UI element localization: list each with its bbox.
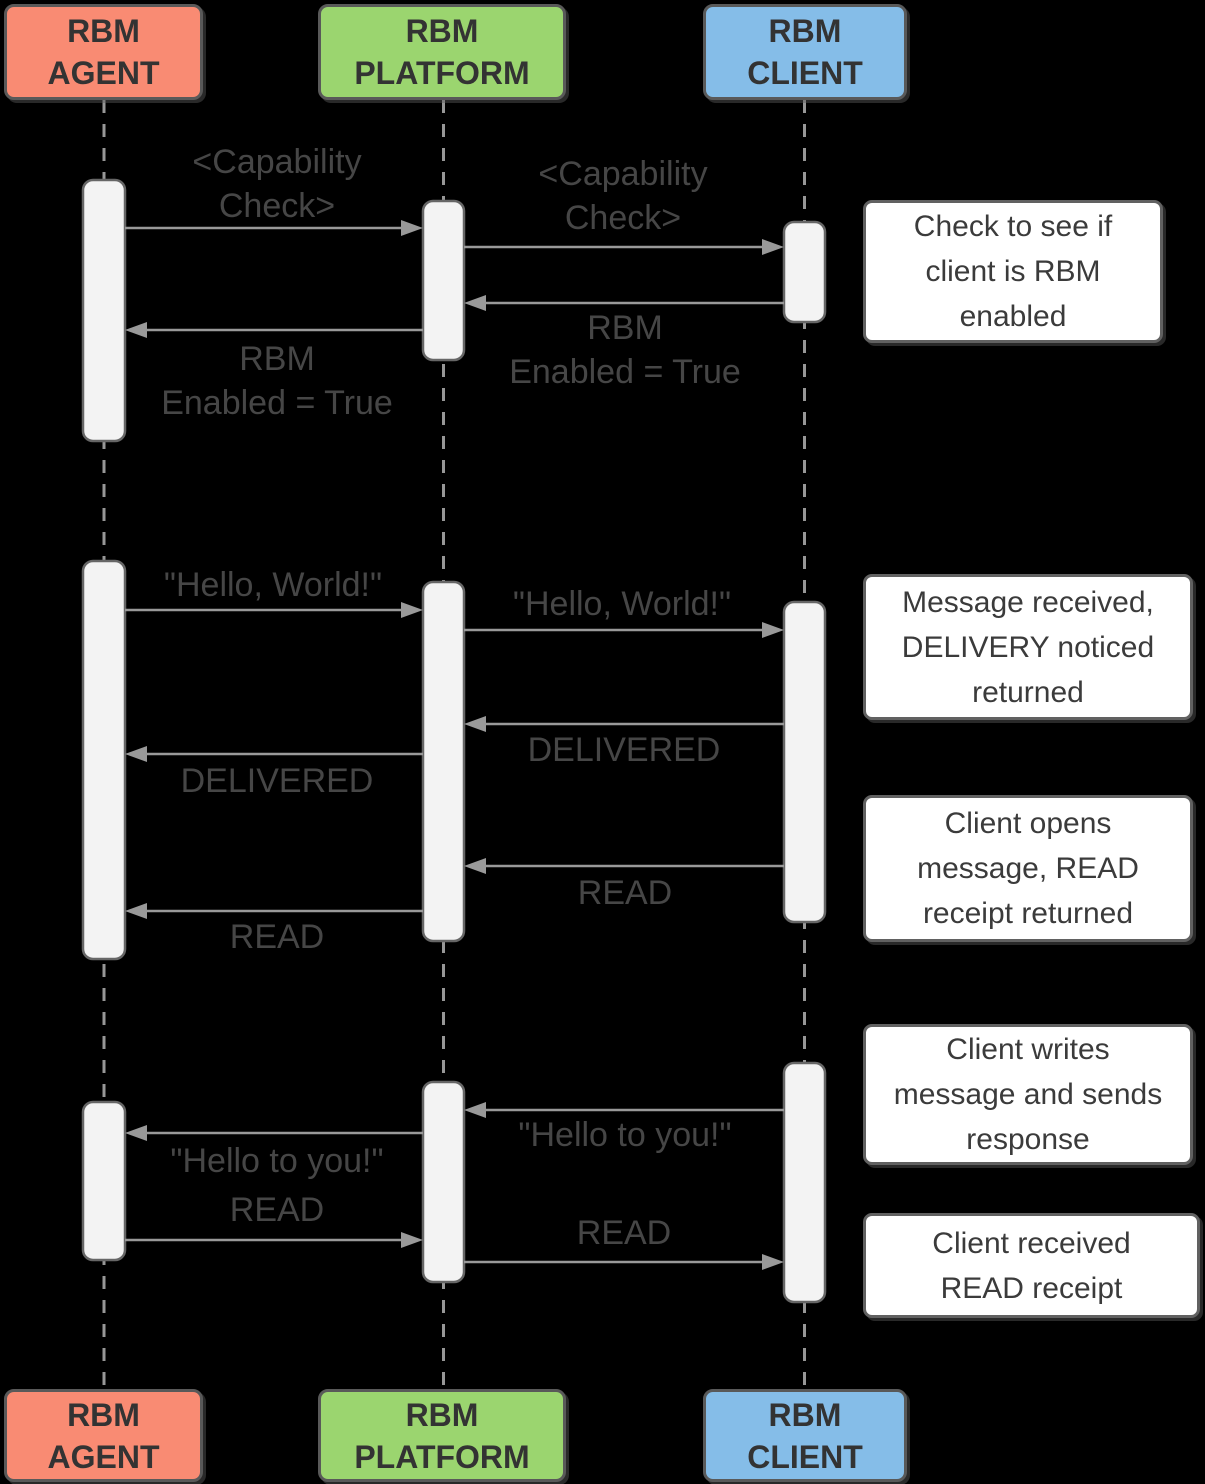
arrow-read-agent-platform <box>125 1232 423 1248</box>
arrow-hello-to-you-platform-agent <box>125 1125 423 1141</box>
message-arrows <box>125 220 784 1270</box>
note-capability-check: Check to see if client is RBM enabled <box>863 200 1163 343</box>
message-label-read-platform-client: READ <box>576 1214 672 1252</box>
message-label-hello-world-agent-platform: "Hello, World!" <box>163 566 383 604</box>
arrow-hello-to-you-client-platform <box>464 1102 784 1118</box>
message-label-hello-to-you-platform-agent: "Hello to you!" <box>170 1142 384 1180</box>
message-label-delivered-platform-agent: DELIVERED <box>180 762 374 800</box>
actor-box-rbm-agent-bottom: RBM AGENT <box>4 1389 203 1482</box>
actor-box-rbm-platform-top: RBM PLATFORM <box>318 4 566 100</box>
arrow-rbm-enabled-client-platform <box>464 295 784 311</box>
arrow-read-client-platform <box>464 858 784 874</box>
message-label-rbm-enabled-client-platform: RBM Enabled = True <box>509 309 741 391</box>
arrow-read-platform-client <box>464 1254 784 1270</box>
arrow-read-platform-agent <box>125 903 423 919</box>
message-label-capability-check-agent-platform: <Capability Check> <box>192 143 362 225</box>
message-label-rbm-enabled-platform-agent: RBM Enabled = True <box>161 340 393 422</box>
arrow-rbm-enabled-platform-agent <box>125 322 423 338</box>
activation-bar-agent-2 <box>81 559 127 961</box>
actor-box-rbm-client-top: RBM CLIENT <box>703 4 907 100</box>
message-label-delivered-client-platform: DELIVERED <box>527 731 721 769</box>
arrow-hello-world-agent-platform <box>125 602 423 618</box>
arrow-delivered-client-platform <box>464 716 784 732</box>
note-message-received: Message received, DELIVERY noticed retur… <box>863 574 1193 720</box>
activation-bar-client-1 <box>782 220 827 324</box>
activation-bar-platform-3 <box>421 1080 466 1284</box>
note-client-opens-message: Client opens message, READ receipt retur… <box>863 795 1193 942</box>
message-label-read-client-platform: READ <box>577 874 673 912</box>
actor-box-rbm-client-bottom: RBM CLIENT <box>703 1389 907 1482</box>
activation-bar-platform-2 <box>421 580 466 943</box>
note-client-received-read: Client received READ receipt <box>863 1213 1200 1318</box>
arrow-capability-check-platform-client <box>464 239 784 255</box>
activation-bar-client-2 <box>782 600 827 924</box>
arrow-capability-check-agent-platform <box>125 220 423 236</box>
activation-bar-client-3 <box>782 1061 827 1304</box>
note-client-writes-message: Client writes message and sends response <box>863 1024 1193 1165</box>
message-label-read-platform-agent: READ <box>229 918 325 956</box>
activation-bar-platform-1 <box>421 199 466 362</box>
actor-box-rbm-platform-bottom: RBM PLATFORM <box>318 1389 566 1482</box>
message-label-hello-world-platform-client: "Hello, World!" <box>512 585 732 623</box>
actor-box-rbm-agent-top: RBM AGENT <box>4 4 203 100</box>
message-label-capability-check-platform-client: <Capability Check> <box>538 155 708 237</box>
message-label-hello-to-you-client-platform: "Hello to you!" <box>518 1116 732 1154</box>
arrow-hello-world-platform-client <box>464 622 784 638</box>
message-label-read-agent-platform: READ <box>229 1191 325 1229</box>
activation-bars <box>81 178 827 1304</box>
arrow-delivered-platform-agent <box>125 746 423 762</box>
activation-bar-agent-1 <box>81 178 127 443</box>
activation-bar-agent-3 <box>81 1100 127 1262</box>
